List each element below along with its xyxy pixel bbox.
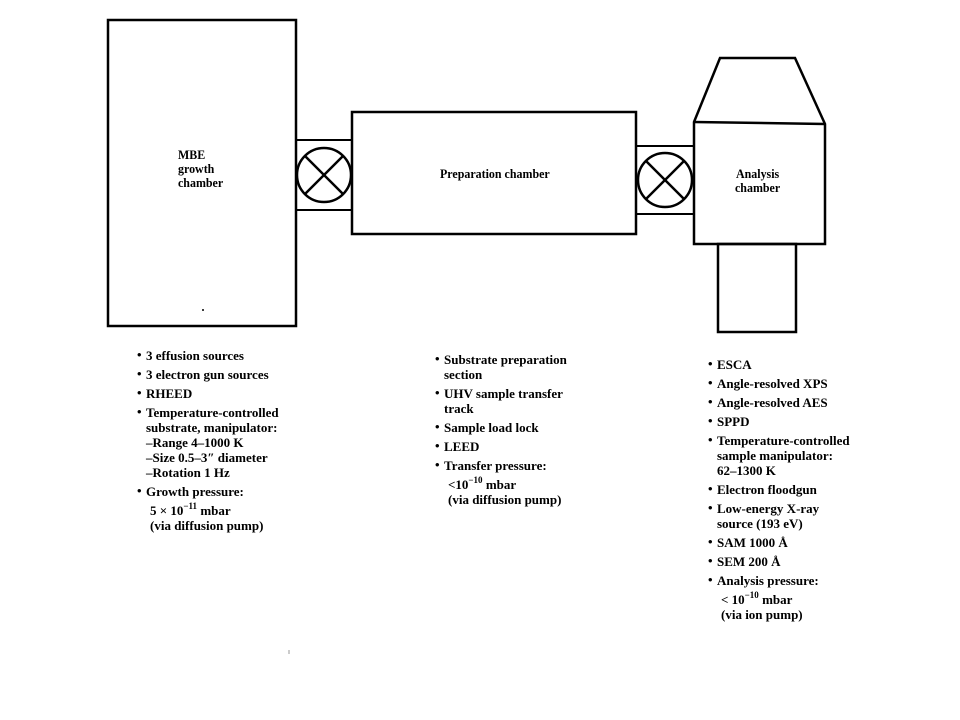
list-item: • UHV sample transfer track bbox=[435, 385, 563, 416]
list-item: •SPPD bbox=[708, 413, 750, 429]
list-item: •3 electron gun sources bbox=[137, 366, 269, 382]
list-item: •Electron floodgun bbox=[708, 481, 817, 497]
analysis-label-line: chamber bbox=[735, 180, 781, 195]
list-item: •Angle-resolved XPS bbox=[708, 375, 828, 391]
list-item: • Temperature-controlled sample manipula… bbox=[708, 432, 850, 478]
preparation-chamber-box bbox=[350, 110, 638, 236]
mbe-notes-list: •3 effusion sources •3 electron gun sour… bbox=[137, 347, 279, 537]
mbe-label-line: chamber bbox=[178, 175, 224, 190]
list-item: • Substrate preparation section bbox=[435, 351, 567, 382]
list-item: •RHEED bbox=[137, 385, 193, 401]
list-item: •3 effusion sources bbox=[137, 347, 244, 363]
list-item: •LEED bbox=[435, 438, 480, 454]
list-item: • Temperature-controlled substrate, mani… bbox=[137, 404, 279, 480]
list-item: •ESCA bbox=[708, 356, 752, 372]
preparation-chamber-label: Preparation chamber bbox=[440, 167, 550, 181]
gate-valve-1-icon bbox=[295, 146, 353, 204]
prep-notes-list: • Substrate preparation section • UHV sa… bbox=[435, 351, 567, 511]
list-item: • Low-energy X-ray source (193 eV) bbox=[708, 500, 820, 531]
list-item: •SAM 1000 Å bbox=[708, 534, 788, 550]
mbe-label-line: growth bbox=[178, 161, 215, 176]
analysis-chamber-label: Analysis chamber bbox=[735, 167, 780, 195]
mbe-label-line: MBE bbox=[178, 147, 206, 162]
analysis-pressure-value: < 10−10 mbar bbox=[721, 590, 793, 608]
analysis-pump-column bbox=[716, 242, 798, 334]
list-item: •SEM 200 Å bbox=[708, 553, 781, 569]
list-item: • Transfer pressure: <10−10 mbar (via di… bbox=[435, 457, 567, 507]
list-item: •Sample load lock bbox=[435, 419, 539, 435]
mbe-chamber-label: MBE growth chamber bbox=[178, 148, 223, 190]
connector-mbe-prep bbox=[296, 139, 352, 211]
preparation-label-line: Preparation chamber bbox=[440, 166, 550, 181]
analysis-label-line: Analysis bbox=[735, 166, 780, 181]
list-item: • Growth pressure: 5 × 10−11 mbar (via d… bbox=[137, 483, 279, 533]
list-item: • Analysis pressure: < 10−10 mbar (via i… bbox=[708, 572, 850, 622]
speck-mark bbox=[202, 309, 204, 311]
growth-pressure-value: 5 × 10−11 mbar bbox=[150, 501, 231, 519]
analysis-chamber-shape bbox=[692, 56, 827, 246]
gate-valve-2-icon bbox=[636, 151, 694, 209]
analysis-notes-list: •ESCA •Angle-resolved XPS •Angle-resolve… bbox=[708, 356, 850, 626]
connector-prep-analysis bbox=[636, 145, 694, 215]
transfer-pressure-value: <10−10 mbar bbox=[448, 475, 517, 493]
list-item: •Angle-resolved AES bbox=[708, 394, 828, 410]
